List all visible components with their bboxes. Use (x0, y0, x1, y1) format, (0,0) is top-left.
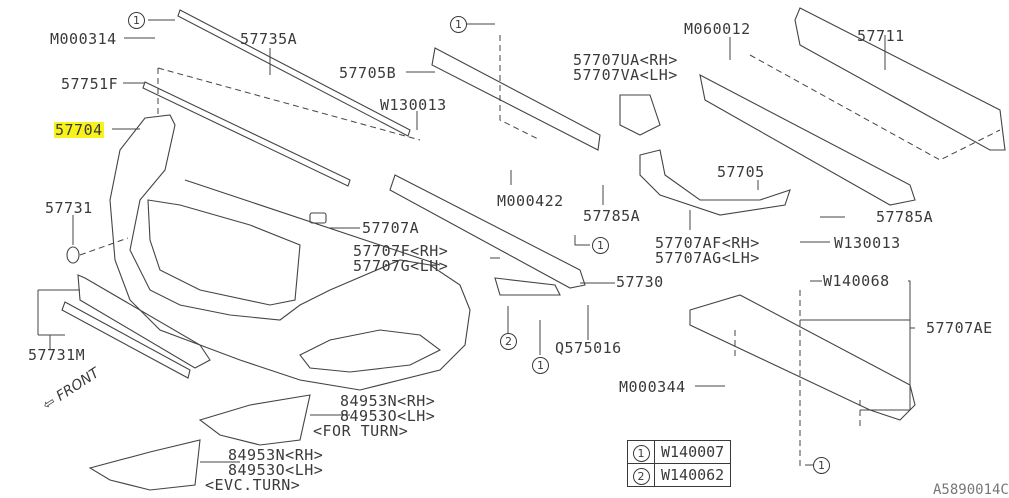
part-label-m000314[interactable]: M000314 (50, 30, 117, 48)
part-label-57707ag[interactable]: 57707AG<LH> (655, 249, 760, 267)
part-label-57711[interactable]: 57711 (857, 27, 905, 45)
bracket-57707af[interactable] (639, 149, 791, 216)
diagram-reference-code: A5890014C4 (933, 482, 1009, 498)
part-label-w140068[interactable]: W140068 (823, 272, 890, 290)
part-label-m000344[interactable]: M000344 (619, 378, 686, 396)
bracket-57707f[interactable] (494, 277, 561, 296)
variant-label-evc-turn: <EVC.TURN> (205, 476, 301, 494)
cap-57731[interactable] (66, 237, 129, 264)
part-label-57707a[interactable]: 57707A (362, 219, 420, 237)
fastener-legend-table: 1 W140007 2 W140062 (627, 440, 732, 487)
grille-57731m[interactable] (61, 274, 211, 379)
part-label-57735a[interactable]: 57735A (240, 30, 298, 48)
part-label-57704-highlighted[interactable]: 57704 (54, 121, 104, 139)
upper-bracket-57751f[interactable] (142, 67, 421, 187)
callout-1-clip: 1 (128, 12, 145, 29)
part-label-57785a[interactable]: 57785A (876, 208, 934, 226)
variant-label-for-turn: <FOR TURN> (313, 422, 409, 440)
part-label-57705b[interactable]: 57705B (339, 64, 397, 82)
part-label-57751f[interactable]: 57751F (61, 75, 119, 93)
clip-57707a[interactable] (309, 212, 327, 224)
part-label-m060012[interactable]: M060012 (684, 20, 751, 38)
fog-cover-for-turn[interactable] (198, 394, 311, 446)
molding-57735a[interactable] (177, 9, 411, 137)
part-label-57707g[interactable]: 57707G<LH> (353, 257, 449, 275)
part-label-57731[interactable]: 57731 (45, 199, 93, 217)
part-label-q575016[interactable]: Q575016 (555, 339, 622, 357)
part-label-57707ua[interactable]: 57707UA<RH> (573, 51, 678, 69)
part-label-57707ae[interactable]: 57707AE (926, 319, 993, 337)
legend-symbol: 2 (632, 467, 650, 485)
part-label-57707f[interactable]: 57707F<RH> (353, 242, 449, 260)
fog-cover-evc-turn[interactable] (88, 439, 201, 491)
part-label-57707af[interactable]: 57707AF<RH> (655, 234, 760, 252)
part-label-57707va[interactable]: 57707VA<LH> (573, 66, 678, 84)
part-label-57730[interactable]: 57730 (616, 273, 664, 291)
part-label-84953n-for-turn[interactable]: 84953N<RH> (340, 392, 436, 410)
part-label-w130013[interactable]: W130013 (834, 234, 901, 252)
part-label-84953n-evc-turn[interactable]: 84953N<RH> (228, 446, 324, 464)
callout-1-clip: 1 (813, 457, 830, 474)
bracket-57707ua[interactable] (619, 94, 661, 136)
part-label-m000422[interactable]: M000422 (497, 192, 564, 210)
beam-57730[interactable] (389, 174, 586, 289)
callout-1-clip: 1 (592, 237, 609, 254)
beam-57705b[interactable] (431, 35, 601, 151)
callout-1-clip: 1 (450, 16, 467, 33)
part-label-57785a[interactable]: 57785A (583, 207, 641, 225)
legend-row: 1 W140007 (627, 440, 732, 464)
part-label-84953o-for-turn[interactable]: 84953O<LH> (340, 407, 436, 425)
legend-part-number[interactable]: W140007 (653, 440, 732, 464)
part-label-57731m[interactable]: 57731M (28, 346, 86, 364)
part-label-w130013[interactable]: W130013 (380, 96, 447, 114)
legend-symbol: 1 (632, 444, 650, 462)
part-label-84953o-evc-turn[interactable]: 84953O<LH> (228, 461, 324, 479)
callout-2-clip: 2 (500, 333, 517, 350)
legend-row: 2 W140062 (627, 463, 732, 487)
part-label-57705[interactable]: 57705 (717, 163, 765, 181)
callout-1-clip: 1 (532, 357, 549, 374)
leader-lines (37, 19, 915, 466)
reinforcement-57711[interactable] (749, 7, 1006, 161)
absorber-57705[interactable] (699, 73, 916, 206)
legend-part-number[interactable]: W140062 (653, 463, 732, 487)
